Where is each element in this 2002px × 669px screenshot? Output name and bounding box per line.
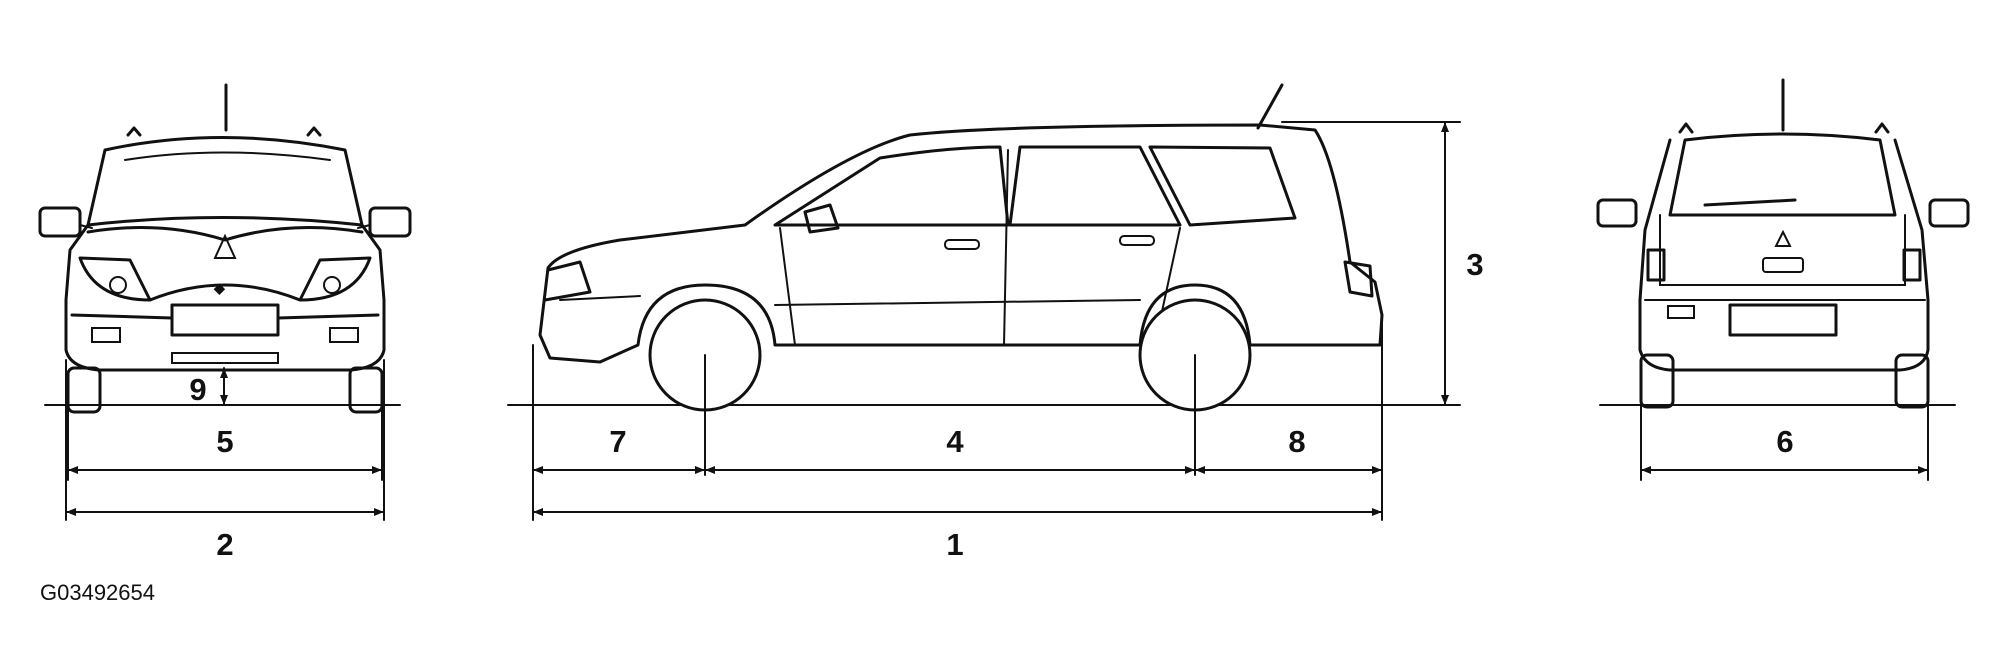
rear-mirror-right (1928, 198, 1970, 228)
front-foglight-right (329, 327, 359, 343)
side-view (507, 83, 1461, 476)
front-mirror-left (38, 206, 82, 238)
side-body (538, 123, 1384, 364)
rear-tire-left (1639, 353, 1675, 409)
front-headlight-left (78, 256, 152, 302)
front-roof-rails (126, 126, 322, 137)
rear-reflector-left (1667, 305, 1695, 319)
dimension-label-6: 6 (1776, 424, 1793, 459)
figure-id: G03492654 (40, 580, 155, 605)
front-bumper (70, 313, 380, 320)
side-taillight (1343, 260, 1374, 298)
dimension-label-9: 9 (189, 372, 206, 407)
dimension-label-2: 2 (216, 527, 233, 562)
rear-tire-right (1894, 353, 1930, 409)
front-foglight-left (91, 327, 121, 343)
rear-license-plate (1728, 303, 1838, 337)
front-lower-intake (171, 352, 279, 364)
front-windshield (86, 136, 364, 227)
side-rear-window (1008, 145, 1182, 227)
side-rear-door-handle (1119, 235, 1155, 246)
rear-logo (1774, 229, 1792, 247)
side-front-window (773, 145, 1010, 227)
dimension-label-1: 1 (946, 527, 963, 562)
side-b-pillar (1003, 149, 1009, 346)
front-logo (213, 233, 237, 259)
dimension-label-7: 7 (609, 424, 626, 459)
front-logo-glyph: ⯁ (213, 281, 226, 300)
rear-body (1638, 138, 1930, 372)
side-antenna (1256, 83, 1284, 130)
rear-window (1668, 132, 1897, 217)
front-mirror-right (368, 206, 412, 238)
dimension-label-8: 8 (1288, 424, 1305, 459)
rear-mirror-left (1596, 198, 1638, 228)
rear-taillight-left (1646, 248, 1666, 282)
rear-tailgate (1659, 214, 1906, 286)
dimension-label-5: 5 (216, 424, 233, 459)
front-roof-line (124, 151, 331, 161)
front-view: ⯁ (38, 83, 412, 414)
side-front-door-handle (944, 239, 980, 250)
front-hood (86, 226, 364, 242)
front-license-plate (170, 303, 280, 337)
side-quarter-window (1148, 145, 1297, 227)
rear-view (1596, 78, 1970, 409)
side-front-door-edge (779, 227, 796, 346)
rear-handle (1762, 257, 1804, 273)
side-molding (774, 299, 1141, 306)
rear-wiper (1703, 198, 1797, 207)
rear-taillight-right (1902, 248, 1922, 282)
dimension-label-4: 4 (946, 424, 964, 459)
side-mirror (803, 203, 840, 234)
front-headlight-right (298, 256, 372, 302)
side-headlight (543, 260, 592, 302)
dimension-label-3: 3 (1466, 247, 1483, 282)
rear-roof-rails (1678, 122, 1890, 134)
front-grille (148, 283, 302, 302)
